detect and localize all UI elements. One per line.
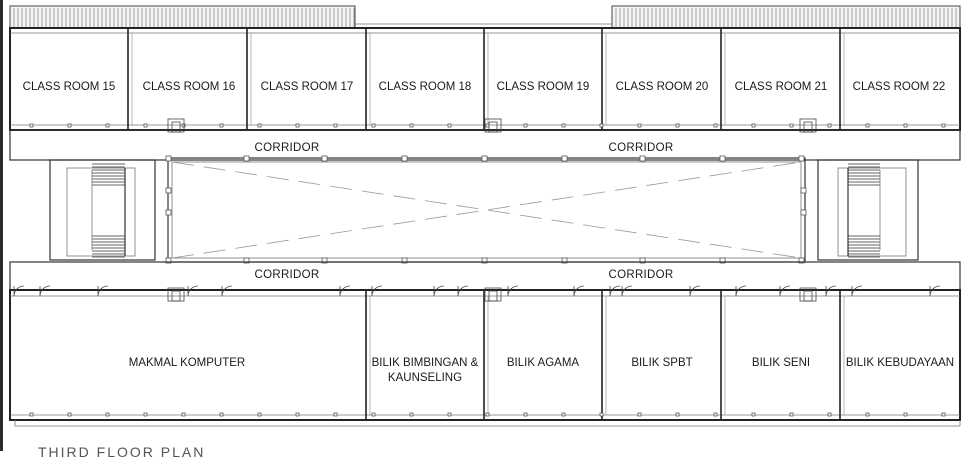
room-label-class-22: CLASS ROOM 22 [853,81,946,93]
room-label-makmal-komputer: MAKMAL KOMPUTER [129,357,246,369]
top-corridor [9,129,961,161]
room-label-class-19: CLASS ROOM 19 [497,81,590,93]
roof-band-left [9,5,356,29]
bottom-corridor [9,261,961,291]
left-edge [0,0,3,451]
room-label-bimbingan-line2: KAUNSELING [388,372,462,384]
room-label-bilik-kebudayaan: BILIK KEBUDAYAAN [846,357,954,369]
room-label-class-20: CLASS ROOM 20 [616,81,709,93]
corridor-label-top-left: CORRIDOR [254,142,319,154]
corridor-label-bottom-right: CORRIDOR [608,269,673,281]
room-label-class-21: CLASS ROOM 21 [735,81,828,93]
room-label-class-18: CLASS ROOM 18 [379,81,472,93]
top-block-outline [9,27,961,131]
bottom-room-labels: MAKMAL KOMPUTER BILIK BIMBINGAN & KAUNSE… [129,357,954,384]
top-room-walls [29,28,946,130]
room-label-class-16: CLASS ROOM 16 [143,81,236,93]
top-room-labels: CLASS ROOM 15 CLASS ROOM 16 CLASS ROOM 1… [23,81,946,93]
corridor-label-top-right: CORRIDOR [608,142,673,154]
corridor-label-bottom-left: CORRIDOR [254,269,319,281]
room-label-bilik-spbt: BILIK SPBT [631,357,692,369]
room-label-bimbingan-line1: BILIK BIMBINGAN & [372,357,479,369]
stair-left [49,159,156,261]
top-doors [167,118,817,133]
bottom-doors [13,285,941,302]
roof-band-right [611,5,961,29]
room-label-class-15: CLASS ROOM 15 [23,81,116,93]
room-label-bilik-agama: BILIK AGAMA [507,357,580,369]
room-label-bilik-seni: BILIK SENI [752,357,810,369]
courtyard-void [167,157,806,263]
bottom-block-outline [9,289,961,421]
bottom-room-walls [29,290,946,420]
room-label-class-17: CLASS ROOM 17 [261,81,354,93]
plan-title: THIRD FLOOR PLAN [38,444,206,460]
stair-right [817,159,919,261]
